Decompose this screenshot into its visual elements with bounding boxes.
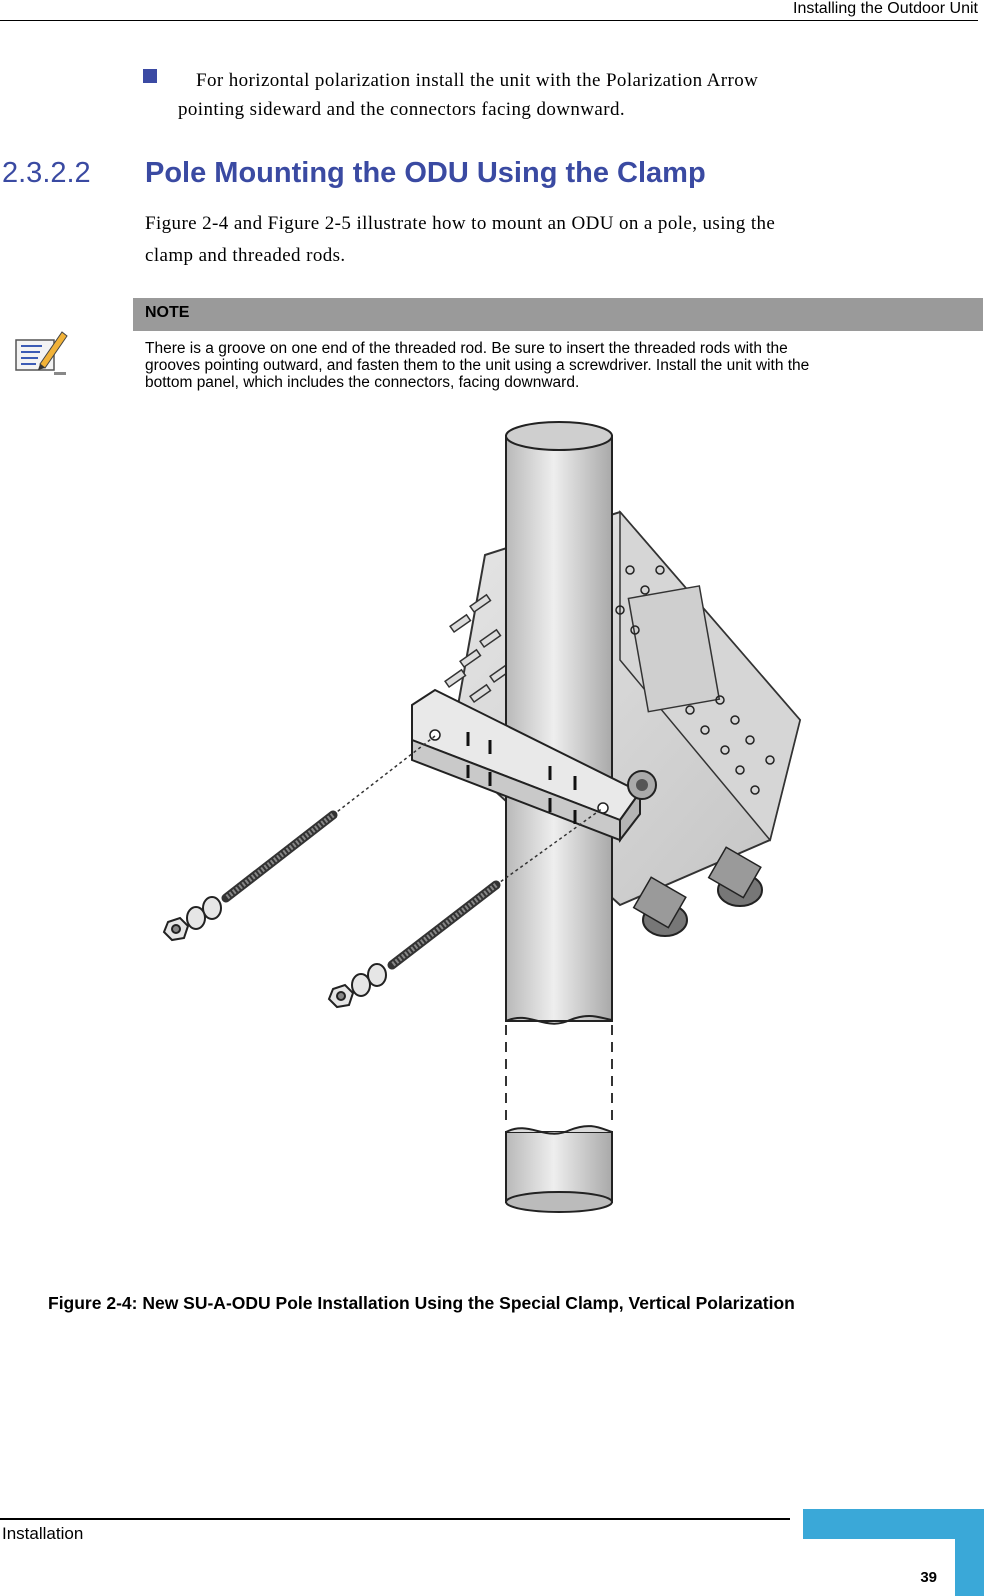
bullet-square-icon bbox=[143, 69, 157, 83]
pole bbox=[505, 421, 613, 1213]
page-number: 39 bbox=[920, 1569, 937, 1586]
page-number-box-inner: 39 bbox=[803, 1539, 955, 1596]
note-pencil-icon bbox=[15, 331, 68, 375]
intro-line-2: clamp and threaded rods. bbox=[145, 245, 346, 266]
running-header: Installing the Outdoor Unit bbox=[793, 0, 978, 17]
section-number: 2.3.2.2 bbox=[2, 157, 91, 189]
footer-chapter: Installation bbox=[2, 1524, 84, 1543]
washers-nuts bbox=[162, 896, 387, 1009]
note-text: There is a groove on one end of the thre… bbox=[145, 340, 965, 391]
pole-mount-illustration bbox=[162, 421, 802, 1213]
note-line-2: grooves pointing outward, and fasten the… bbox=[145, 357, 810, 374]
section-title: Pole Mounting the ODU Using the Clamp bbox=[145, 157, 706, 189]
note-line-3: bottom panel, which includes the connect… bbox=[145, 374, 580, 391]
note-line-1: There is a groove on one end of the thre… bbox=[145, 340, 788, 357]
clamp bbox=[411, 688, 657, 843]
bullet-line-1: For horizontal polarization install the … bbox=[196, 70, 759, 91]
header-rule bbox=[0, 20, 978, 21]
intro-line-1: Figure 2-4 and Figure 2-5 illustrate how… bbox=[145, 213, 776, 234]
bullet-line-2: pointing sideward and the connectors fac… bbox=[178, 99, 625, 120]
page-number-box: 39 bbox=[803, 1509, 984, 1596]
note-label: NOTE bbox=[145, 304, 190, 321]
note-header-bar: NOTE bbox=[133, 298, 983, 331]
figure-caption: Figure 2-4: New SU-A-ODU Pole Installati… bbox=[48, 1293, 795, 1313]
footer-rule bbox=[0, 1518, 790, 1520]
intro-paragraph: Figure 2-4 and Figure 2-5 illustrate how… bbox=[145, 208, 945, 272]
threaded-rods bbox=[221, 735, 604, 970]
